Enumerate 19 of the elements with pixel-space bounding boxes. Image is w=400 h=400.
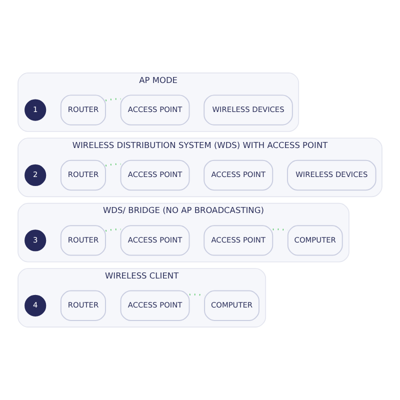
node-box: COMPUTER <box>204 290 260 321</box>
node-circle: 2 <box>24 164 46 186</box>
node-box: COMPUTER <box>287 225 343 256</box>
node-box: ACCESS POINT <box>204 160 274 191</box>
node-box: WIRELESS DEVICES <box>204 94 293 126</box>
node-box: ROUTER <box>60 160 106 191</box>
node-box: ACCESS POINT <box>120 290 190 321</box>
node-box: ROUTER <box>60 225 106 256</box>
node-box: ACCESS POINT <box>120 94 190 126</box>
node-box: WIRELESS DEVICES <box>286 160 376 191</box>
node-box: ROUTER <box>60 94 106 126</box>
node-box: ACCESS POINT <box>120 160 190 191</box>
node-circle: 3 <box>24 230 46 252</box>
node-box: ACCESS POINT <box>120 225 190 256</box>
node-circle: 4 <box>24 294 46 316</box>
node-circle: 1 <box>24 99 46 121</box>
node-box: ROUTER <box>60 290 106 321</box>
connector <box>272 228 288 232</box>
node-box: ACCESS POINT <box>204 225 274 256</box>
